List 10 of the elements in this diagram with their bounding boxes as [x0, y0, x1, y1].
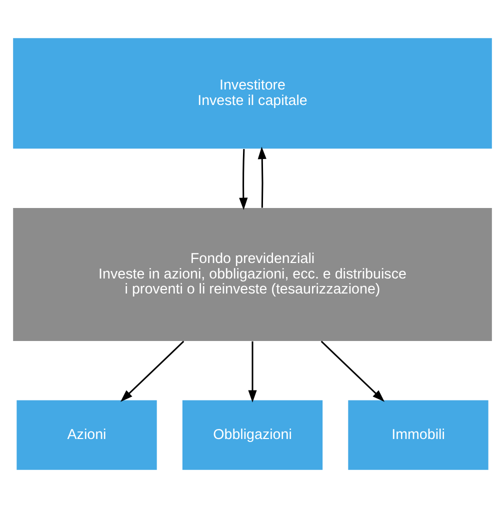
arrow	[248, 340, 256, 402]
node-box: Investitore Investe il capitale	[12, 38, 492, 148]
node-box: Immobili	[348, 400, 488, 470]
arrow	[257, 146, 266, 208]
arrow	[238, 148, 248, 210]
arrow	[120, 340, 184, 402]
arrow	[320, 340, 384, 402]
node-box: Fondo previdenziali Investe in azioni, obbligazioni, ecc. e distribuisce i proventi o li reinveste (tesaurizzazione)	[12, 207, 492, 340]
node-box: Azioni	[16, 400, 156, 470]
node-box: Obbligazioni	[182, 400, 322, 470]
